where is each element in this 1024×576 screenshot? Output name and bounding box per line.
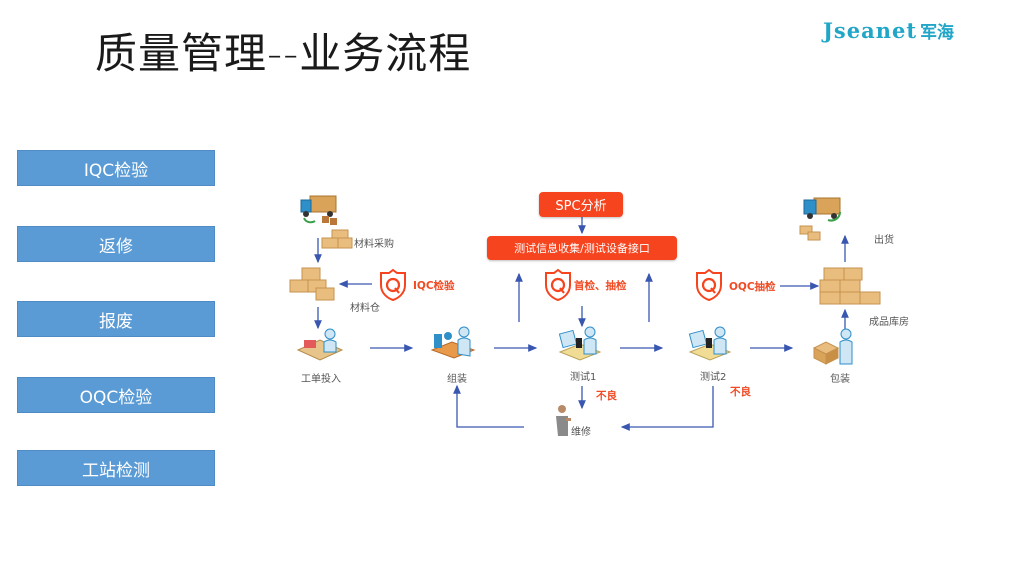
iqc-shield-icon (380, 268, 406, 302)
company-logo: Jseanet 军海 (823, 18, 954, 43)
purchase-label: 材料采购 (354, 239, 394, 250)
boxes-icon (321, 229, 353, 249)
test1-station-icon (558, 326, 602, 361)
oqc-check-label: OQC抽检 (729, 281, 776, 293)
purchase-truck-icon (300, 195, 337, 225)
test2-defect-label: 不良 (730, 386, 751, 398)
finished-goods-boxes-icon (819, 267, 881, 305)
warehouse-label: 材料仓 (350, 303, 380, 314)
repair-person-icon (556, 405, 571, 436)
test-info-collection-box[interactable]: 测试信息收集/测试设备接口 (487, 236, 677, 260)
warehouse-boxes-icon (289, 267, 335, 301)
oqc-shield-icon (696, 268, 722, 302)
work-order-station-icon (296, 328, 344, 361)
shipping-truck-icon (799, 197, 841, 241)
iqc-inspection-button[interactable]: IQC检验 (17, 150, 215, 186)
logo-text-cn: 军海 (920, 23, 955, 43)
arrow-repair-to-assembly (453, 384, 524, 428)
arrow-test2-to-repair (620, 386, 714, 431)
assembly-station-icon (430, 326, 476, 359)
scrap-button[interactable]: 报废 (17, 301, 215, 337)
logo-text-en: Jseanet (823, 18, 918, 43)
test1-label: 测试1 (570, 372, 597, 383)
spc-analysis-box[interactable]: SPC分析 (539, 192, 623, 217)
test2-label: 测试2 (700, 372, 727, 383)
finished-store-label: 成品库房 (869, 317, 909, 328)
test1-defect-label: 不良 (596, 390, 617, 402)
packing-label: 包装 (830, 374, 850, 385)
iqc-check-label: IQC检验 (413, 280, 455, 292)
work-order-label: 工单投入 (301, 374, 341, 385)
station-inspection-button[interactable]: 工站检测 (17, 450, 215, 486)
oqc-inspection-button[interactable]: OQC检验 (17, 377, 215, 413)
first-check-shield-icon (545, 268, 571, 302)
rework-button[interactable]: 返修 (17, 226, 215, 262)
repair-label: 维修 (571, 427, 591, 438)
packing-station-icon (812, 328, 853, 365)
test2-station-icon (688, 326, 732, 361)
assembly-label: 组装 (447, 374, 467, 385)
first-check-label: 首检、抽检 (574, 280, 627, 292)
shipping-label: 出货 (874, 235, 894, 246)
page-title: 质量管理--业务流程 (95, 29, 472, 78)
